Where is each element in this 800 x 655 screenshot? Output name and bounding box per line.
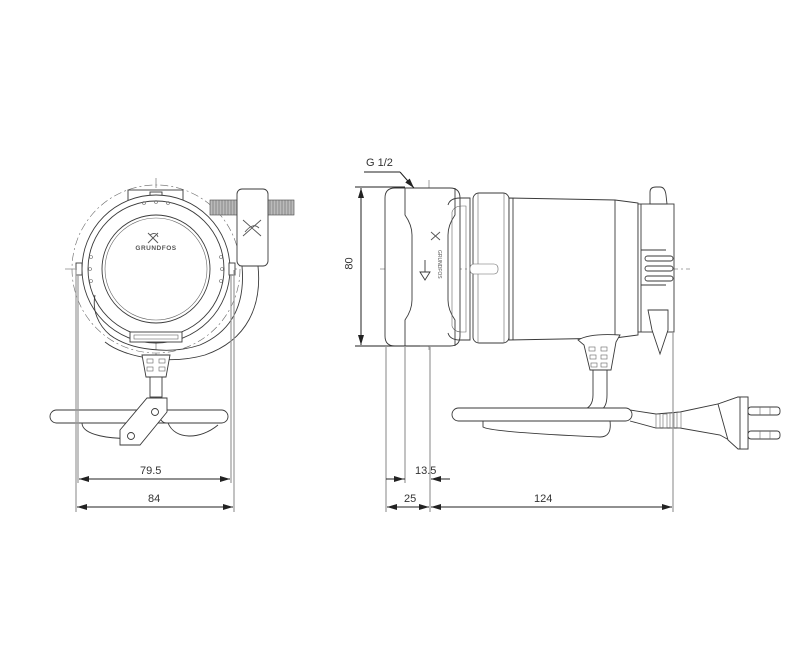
motor-stator [508,197,639,341]
bottom-clip [129,331,183,343]
plug-face [739,396,749,450]
outer-envelope-circle [71,184,241,354]
front-view: GRUNDFOS [49,178,295,512]
thread-label: G 1/2 [366,157,393,169]
grommet-slots [146,358,166,372]
knob-right [266,199,295,216]
plug-pin-bottom [747,430,781,440]
front-cable-lower-right [167,422,219,437]
front-grommet [141,354,171,378]
thread-leader-arrow [399,171,415,189]
vent-plug [469,263,499,275]
left-lug [75,262,83,276]
ring-bolts [88,200,224,283]
dim-label-25: 25 [404,493,417,505]
vent-slot-3 [644,275,674,282]
side-cable-tube [451,407,633,422]
mounting-bracket [119,397,168,446]
dim-label-13-5: 13.5 [415,465,437,477]
flow-arrow-icon [419,260,431,281]
front-cable-inner [104,265,260,361]
housing-logo-icon [430,231,441,241]
front-cable-outer [93,265,243,351]
side-grommet-slots [588,346,608,368]
housing-logo-text: GRUNDFOS [436,250,442,279]
control-logo-icon [242,219,262,237]
side-grommet [577,334,621,371]
logo-text: GRUNDFOS [135,245,176,252]
outer-ring [81,194,231,344]
vent-slot-1 [644,255,674,262]
side-cable-stem [581,370,608,411]
side-view: GRUNDFOS [355,171,781,512]
cable-clip [647,309,669,356]
face-inner-ring [104,217,208,321]
dim-label-79-5: 79.5 [140,465,162,477]
right-lug [228,262,236,276]
plug-strain-relief [655,411,682,429]
dim-label-84: 84 [148,493,161,505]
front-cable-stem [149,376,163,398]
plug-pin-top [747,406,781,416]
grundfos-logo: GRUNDFOS [135,232,176,252]
housing-port-left [404,188,413,346]
dim-label-124: 124 [534,493,553,505]
bracket-hole-top [151,408,159,416]
side-cable-lower [482,420,611,438]
housing-recess [451,205,467,333]
control-box [209,188,295,267]
face-ring [101,214,211,324]
pump-housing [384,187,461,347]
top-latch [649,186,668,205]
vent-slot-2 [644,265,674,272]
bottom-clip-slot [133,334,179,340]
bracket-hole-bottom [127,432,135,440]
dim-label-80: 80 [343,257,356,270]
front-cable-tube-right [159,409,229,424]
